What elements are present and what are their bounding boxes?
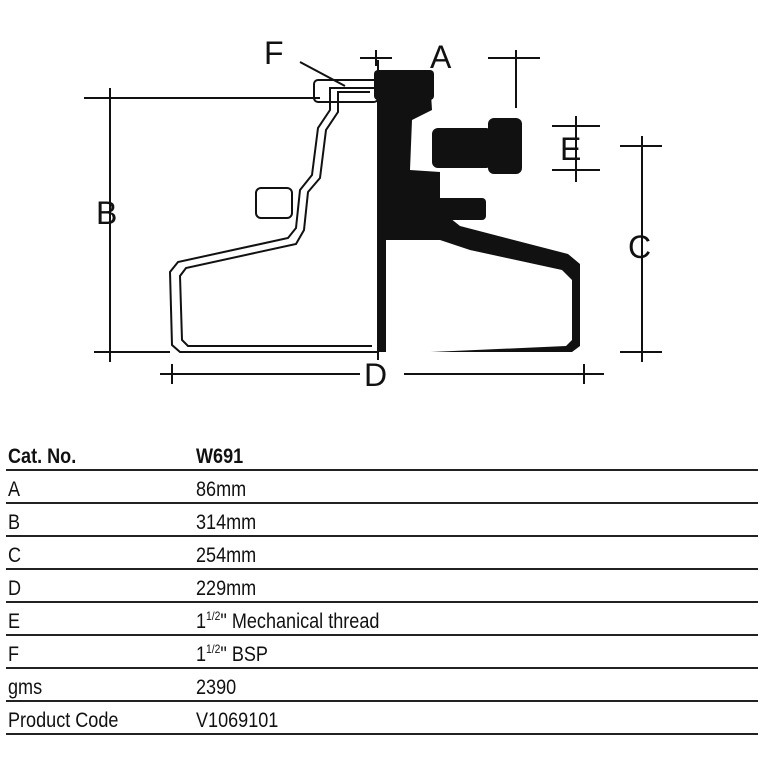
row-label: B	[8, 511, 21, 534]
row-label: gms	[8, 676, 43, 699]
row-value: 254mm	[196, 544, 257, 567]
dim-label-F: F	[264, 35, 284, 71]
row-value: 314mm	[196, 511, 257, 534]
row-label: D	[8, 577, 22, 600]
technical-drawing: F A B E C D	[84, 35, 662, 393]
row-label: F	[8, 643, 20, 666]
table-header-row: Cat. No. W691	[6, 440, 758, 471]
bottle-outline	[168, 87, 379, 353]
spec-table: Cat. No. W691 A 86mm B 314mm C 254mm D 2…	[6, 440, 758, 735]
table-row: Product Code V1069101	[6, 702, 758, 735]
row-value: 11/2" BSP	[196, 642, 268, 666]
table-row: B 314mm	[6, 504, 758, 537]
row-label: C	[8, 544, 22, 567]
table-row: E 11/2" Mechanical thread	[6, 603, 758, 636]
row-label: A	[8, 478, 21, 501]
outlet-port	[432, 128, 492, 168]
table-row: A 86mm	[6, 471, 758, 504]
row-value: 229mm	[196, 577, 257, 600]
table-row: F 11/2" BSP	[6, 636, 758, 669]
row-value: 11/2" Mechanical thread	[196, 609, 380, 633]
row-value: V1069101	[196, 709, 279, 732]
side-port	[255, 187, 293, 219]
header-value: W691	[196, 445, 244, 468]
row-value: 86mm	[196, 478, 247, 501]
dim-label-C: C	[628, 229, 651, 265]
row-label: Product Code	[8, 709, 119, 732]
dim-label-A: A	[430, 39, 452, 75]
row-value: 2390	[196, 676, 237, 699]
table-row: gms 2390	[6, 669, 758, 702]
table-row: D 229mm	[6, 570, 758, 603]
dim-label-B: B	[96, 195, 117, 231]
header-label: Cat. No.	[8, 445, 77, 468]
dim-label-D: D	[364, 357, 387, 393]
row-label: E	[8, 610, 21, 633]
table-row: C 254mm	[6, 537, 758, 570]
dim-label-E: E	[560, 131, 581, 167]
